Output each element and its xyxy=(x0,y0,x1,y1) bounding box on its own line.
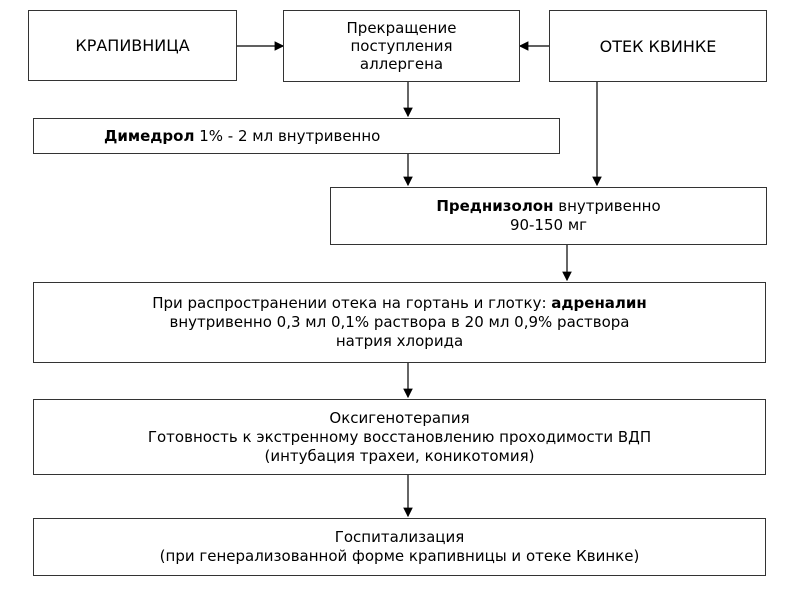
stop-allergen-line-1: Прекращение xyxy=(346,19,457,37)
node-prednisolone: Преднизолон внутривенно 90-150 мг xyxy=(330,187,767,245)
node-dimedrol: Димедрол 1% - 2 мл внутривенно xyxy=(33,118,560,154)
stop-allergen-line-2: поступления xyxy=(350,37,453,55)
prednisolone-dose: 90-150 мг xyxy=(509,216,588,234)
hospital-line-1: Госпитализация xyxy=(334,528,465,546)
adrenaline-condition: При распространении отека на гортань и г… xyxy=(152,294,552,312)
node-adrenaline: При распространении отека на гортань и г… xyxy=(33,282,766,363)
dimedrol-drug-name: Димедрол xyxy=(104,126,195,145)
node-quincke-label: ОТЕК КВИНКЕ xyxy=(599,36,717,56)
adrenaline-drug-name: адреналин xyxy=(551,294,647,312)
adrenaline-solution: натрия хлорида xyxy=(335,332,464,350)
node-stop-allergen: Прекращение поступления аллергена xyxy=(283,10,520,82)
prednisolone-drug-name: Преднизолон xyxy=(436,197,554,215)
node-oxygen: Оксигенотерапия Готовность к экстренному… xyxy=(33,399,766,475)
node-urticaria: КРАПИВНИЦА xyxy=(28,10,237,81)
node-hospitalization: Госпитализация (при генерализованной фор… xyxy=(33,518,766,576)
hospital-line-2: (при генерализованной форме крапивницы и… xyxy=(159,547,640,565)
dimedrol-dose: 1% - 2 мл внутривенно xyxy=(194,126,381,145)
oxygen-line-1: Оксигенотерапия xyxy=(329,408,470,427)
oxygen-line-2: Готовность к экстренному восстановлению … xyxy=(147,427,652,446)
oxygen-line-3: (интубация трахеи, коникотомия) xyxy=(264,446,535,465)
stop-allergen-line-3: аллергена xyxy=(359,55,444,73)
prednisolone-route: внутривенно xyxy=(553,197,661,215)
adrenaline-dose: внутривенно 0,3 мл 0,1% раствора в 20 мл… xyxy=(169,313,630,331)
node-urticaria-label: КРАПИВНИЦА xyxy=(75,36,190,55)
node-quincke: ОТЕК КВИНКЕ xyxy=(549,10,767,82)
